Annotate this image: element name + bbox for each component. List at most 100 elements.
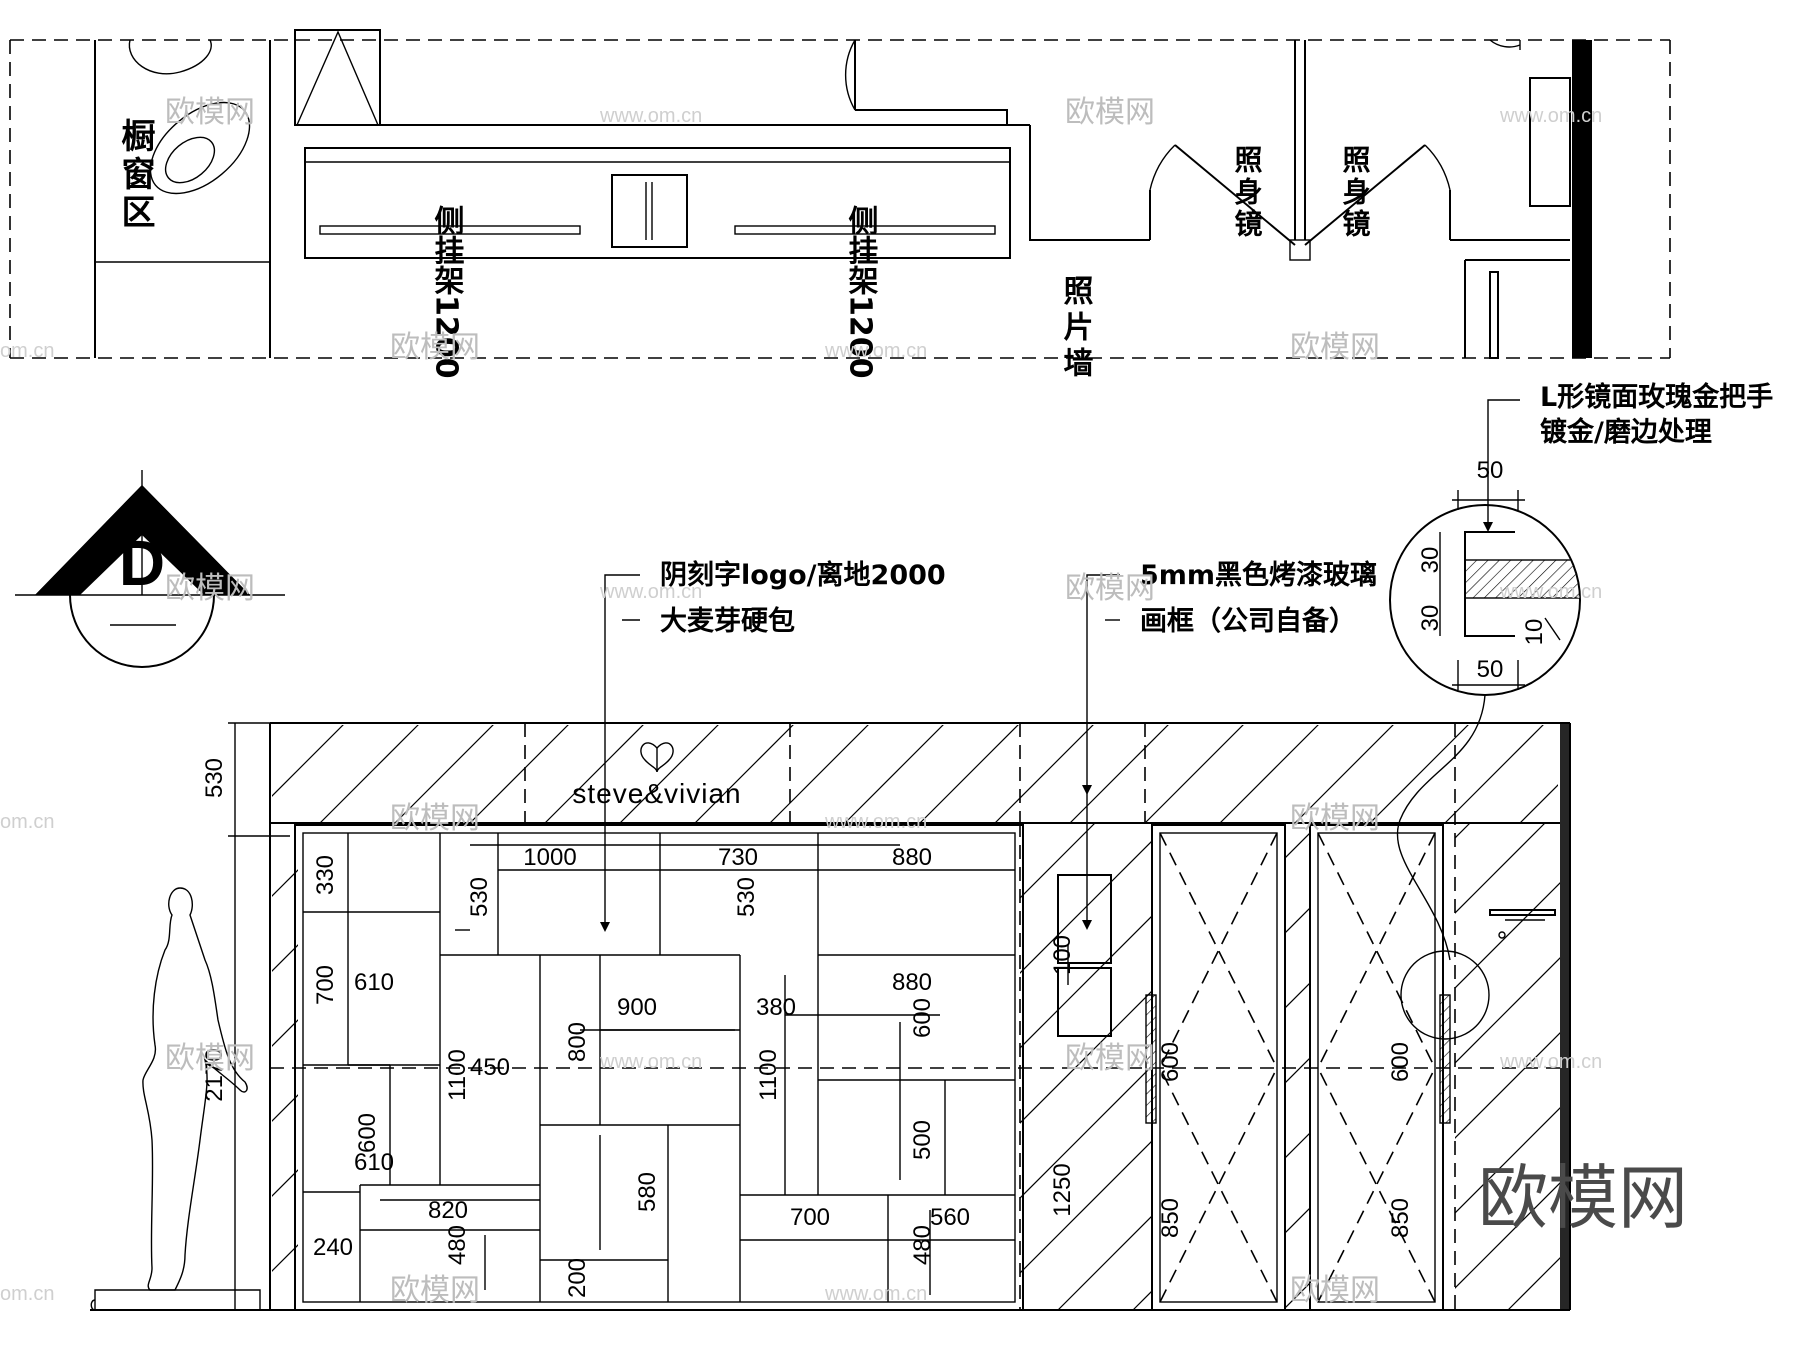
dim-330: 330: [312, 855, 339, 895]
side-rack-bar-2: [734, 225, 996, 235]
hatch-line: [1432, 823, 1560, 1310]
grid-dim-lines: [348, 844, 940, 1295]
watermark-url: www.om.cn: [824, 811, 927, 833]
hatch-line: [769, 725, 869, 823]
watermark-logo: 欧模网: [1065, 1041, 1155, 1076]
watermark-url: www.om.cn: [1499, 1051, 1602, 1073]
hatch-line: [1595, 723, 1695, 823]
wall-shelf: [1489, 909, 1556, 916]
dim-880-mid: 880: [892, 969, 932, 996]
grid-panel-outer: [294, 824, 1024, 1311]
hatch-line: [1733, 823, 1800, 1310]
hatch-line: [1069, 725, 1169, 823]
dim-530-a: 530: [466, 877, 493, 917]
watermark-url: www.om.cn: [1499, 581, 1602, 603]
plan-black-wall: [1572, 40, 1592, 358]
callout-handle: L形镜面玫瑰金把手 镀金/磨边处理: [1483, 381, 1773, 532]
dim-610-top: 610: [354, 969, 394, 996]
dim-580: 580: [634, 1172, 661, 1212]
mannequin-plan-icon: [128, 39, 251, 195]
hatch-line: [544, 725, 644, 823]
dim-700-left: 700: [312, 965, 339, 1005]
plan-center-box: [611, 174, 688, 248]
watermark-url: www.om.cn: [824, 340, 927, 362]
watermark-url: www.om.cn: [1499, 105, 1602, 127]
dim-1100-left: 1100: [444, 1049, 471, 1101]
plan-cabinet: [1529, 77, 1571, 207]
detail-dim-30b: 30: [1417, 605, 1444, 632]
watermark-url: www.om.cn: [599, 105, 702, 127]
soffit-hatch: [272, 723, 1695, 823]
hatch-line: [694, 725, 794, 823]
dim-880-top: 880: [892, 844, 932, 871]
label-photo-wall: 照片墙: [1058, 275, 1094, 383]
dim-600-right: 600: [909, 998, 936, 1038]
callout-glass-line2: 画框（公司自备）: [1140, 605, 1356, 637]
hatch-line: [307, 823, 796, 1310]
dim-730: 730: [718, 844, 758, 871]
hatch-line: [319, 725, 419, 823]
dim-frame-1250: 1250: [1049, 1163, 1076, 1216]
hatch-line: [469, 725, 569, 823]
dim-door1-850: 850: [1157, 1198, 1184, 1238]
label-side-rack-2: 侧挂架1200: [843, 205, 879, 379]
photo-frame-2: [1057, 967, 1112, 1037]
callout-glass-line1: 5mm黑色烤漆玻璃: [1140, 559, 1377, 591]
watermark-logo: 欧模网: [1065, 95, 1155, 130]
brand-logo: steve&vivian: [572, 742, 741, 809]
section-marker-letter: D: [119, 527, 165, 599]
label-side-rack-1: 侧挂架1200: [429, 205, 465, 379]
hatch-line: [394, 725, 494, 823]
door-handle-2: [1439, 994, 1451, 1124]
callout-glass: 5mm黑色烤漆玻璃 画框（公司自备）: [1082, 559, 1377, 930]
watermark-logo: 欧模网: [165, 571, 255, 606]
watermark-logo: 欧模网: [1290, 330, 1380, 365]
plan-view: 橱窗区 侧挂架1200 侧挂架1200 照片墙 照身镜 照身镜: [9, 29, 1671, 383]
dim-480-left: 480: [444, 1225, 471, 1265]
hatch-line: [1219, 725, 1319, 823]
watermark-logo: 欧模网: [390, 801, 480, 836]
watermark-url: www.om.cn: [599, 581, 702, 603]
hatch-line: [1294, 725, 1394, 823]
watermark-logo: 欧模网: [390, 330, 480, 365]
plan-side-rack-counter: [304, 147, 1011, 259]
section-marker: D: [15, 470, 285, 668]
door-handle-1: [1145, 994, 1157, 1124]
watermark-logo: 欧模网: [165, 1041, 255, 1076]
human-figure-icon: [90, 887, 261, 1311]
dim-200: 200: [564, 1258, 591, 1298]
watermark-logo: 欧模网: [1290, 1273, 1380, 1308]
label-window-zone: 橱窗区: [115, 118, 155, 232]
dim-450: 450: [470, 1054, 510, 1081]
dim-530-soffit: 530: [201, 758, 228, 798]
dim-380: 380: [756, 994, 796, 1021]
label-mirror-1: 照身镜: [1231, 145, 1264, 241]
hatch-line: [919, 725, 1019, 823]
callout-logo-line2: 大麦芽硬包: [660, 605, 795, 637]
dim-door2-600: 600: [1387, 1042, 1414, 1082]
grid-panel-inner: [302, 832, 1016, 1303]
side-rack-bar-1: [319, 225, 581, 235]
watermark-url: www.om.cn: [824, 1283, 927, 1305]
hatch-line: [1369, 725, 1469, 823]
label-mirror-2: 照身镜: [1339, 145, 1372, 241]
handle-detail: 50 30 30 10 50: [1389, 457, 1581, 961]
watermark-url: www.om.cn: [599, 1051, 702, 1073]
watermark-logo: 欧模网: [390, 1273, 480, 1308]
watermarks: 欧模网 欧模网 欧模网 欧模网 欧模网 欧模网 欧模网 欧模网 欧模网 欧模网 …: [0, 95, 1688, 1308]
callout-handle-line2: 镀金/磨边处理: [1540, 416, 1712, 448]
photo-frame-1: [1057, 874, 1112, 964]
hatch-line: [994, 725, 1094, 823]
dim-800: 800: [564, 1022, 591, 1062]
dim-door1-600: 600: [1157, 1042, 1184, 1082]
dim-530-b: 530: [733, 877, 760, 917]
dim-600-left: 600: [354, 1113, 381, 1153]
detail-dim-30a: 30: [1417, 547, 1444, 574]
dim-240: 240: [313, 1234, 353, 1261]
dim-1100-mid: 1100: [755, 1049, 782, 1101]
callout-handle-line1: L形镜面玫瑰金把手: [1540, 381, 1773, 413]
dim-1000: 1000: [523, 844, 576, 871]
hatch-line: [619, 725, 719, 823]
hatch-line: [272, 725, 344, 797]
watermark-url: om.cn: [0, 1283, 54, 1305]
